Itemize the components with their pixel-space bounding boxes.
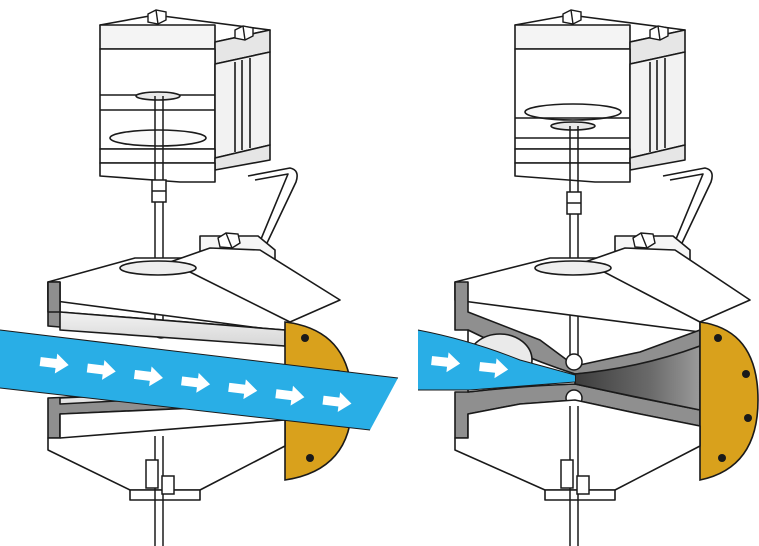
flow-arrow-icon — [132, 364, 165, 389]
valve-body-upper — [454, 247, 751, 333]
valve-stem — [566, 126, 582, 360]
valve-closed-panel — [417, 9, 759, 546]
flow-arrow-icon — [430, 350, 462, 375]
valve-open-panel — [0, 9, 399, 546]
flow-arrow-icon — [321, 390, 354, 414]
flange — [699, 321, 759, 481]
flow-arrow-icon — [179, 370, 212, 395]
hex-bolt-icon — [562, 9, 582, 25]
hex-bolt-icon — [217, 232, 241, 249]
pinch-bar — [565, 353, 583, 407]
flow-arrows — [38, 351, 354, 414]
actuator-cylinder — [99, 14, 271, 183]
flow-arrow-icon — [38, 351, 71, 376]
flow-arrow-icon — [274, 383, 306, 408]
valve-body-lower — [47, 403, 286, 501]
hex-bolt-icon — [147, 9, 167, 25]
hex-bolt-icon — [649, 25, 669, 41]
hex-bolt-icon — [234, 25, 254, 41]
flange-bolt-hole-icon — [714, 334, 752, 462]
flow-arrows — [430, 350, 510, 381]
actuator-cylinder — [514, 14, 686, 183]
flow-arrow-icon — [478, 356, 510, 381]
hex-bolt-icon — [632, 232, 656, 249]
flow-arrow-icon — [85, 357, 118, 382]
lower-stem — [560, 406, 590, 546]
lower-stem — [145, 436, 175, 546]
flow-arrow-icon — [227, 377, 259, 402]
